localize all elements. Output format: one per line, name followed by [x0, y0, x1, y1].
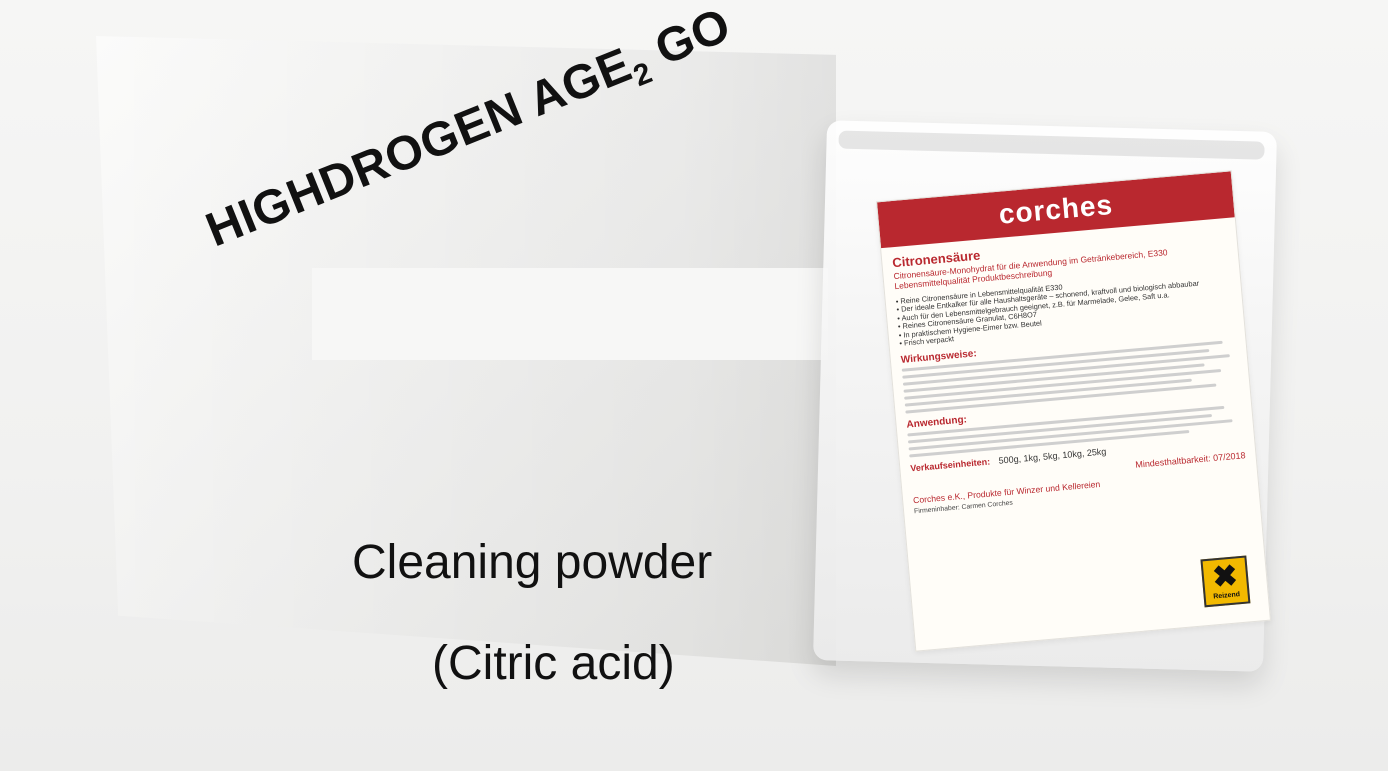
label-content: Citronensäure Citronensäure-Monohydrat f…	[881, 217, 1258, 517]
headline-backdrop	[312, 268, 828, 360]
caption-line1: Cleaning powder	[352, 536, 713, 589]
label-brand: corches	[997, 188, 1115, 230]
label-sizes-title: Verkaufseinheiten:	[909, 456, 991, 474]
x-icon: ✖	[1211, 558, 1239, 594]
caption-line2: (Citric acid)	[432, 637, 675, 690]
product-label: corches Citronensäure Citronensäure-Mono…	[875, 170, 1272, 652]
hazard-warning-icon: ✖ Reizend	[1200, 555, 1251, 608]
hazard-label: Reizend	[1212, 590, 1241, 601]
